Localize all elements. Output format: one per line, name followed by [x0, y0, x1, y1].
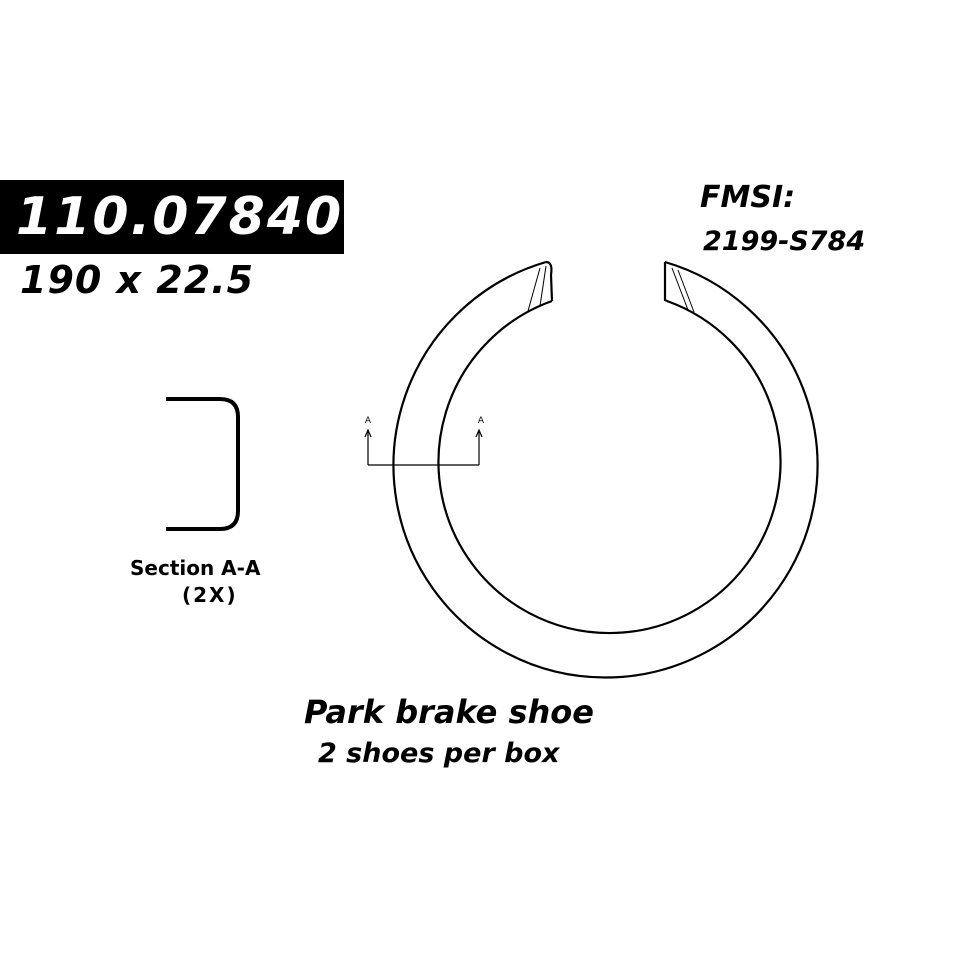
fmsi-label: FMSI: — [700, 180, 796, 215]
fmsi-code: 2199-S784 — [703, 226, 866, 257]
product-title: Park brake shoe — [304, 693, 594, 731]
section-count: (2X) — [182, 583, 238, 607]
part-number: 110.07840 — [16, 187, 344, 247]
section-profile — [166, 397, 240, 531]
section-marker-right: A — [478, 416, 485, 426]
product-note: 2 shoes per box — [318, 738, 560, 769]
section-label: Section A-A — [130, 556, 261, 580]
section-cut-line — [364, 428, 483, 466]
shoe-end-left-hatch — [527, 267, 541, 312]
dimensions: 190 x 22.5 — [20, 258, 255, 302]
section-marker-left: A — [365, 416, 372, 426]
shoe-inner-edge — [437, 299, 782, 635]
shoe-end-right-hatch — [671, 267, 689, 311]
shoe-end-left-hatch-2 — [539, 265, 547, 307]
part-number-box — [0, 180, 344, 254]
shoe-end-right-hatch-2 — [677, 269, 695, 313]
shoe-end-left — [545, 260, 554, 302]
shoe-outer-edge — [392, 260, 819, 679]
shoe-end-right — [663, 262, 668, 302]
brake-shoe-ring — [392, 260, 819, 679]
